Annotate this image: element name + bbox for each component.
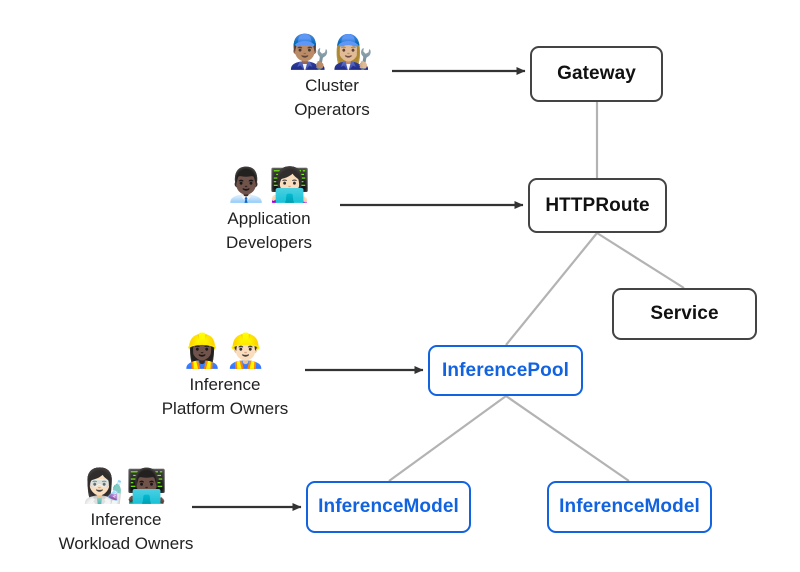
actor-inference-workload-owners: 👩🏻‍🔬👨🏿‍💻 Inference Workload Owners bbox=[11, 466, 241, 554]
edge-inferencepool-inferencemodel-left bbox=[388, 395, 507, 482]
node-inferencemodel-right[interactable]: InferenceModel bbox=[547, 481, 712, 533]
node-gateway[interactable]: Gateway bbox=[530, 46, 663, 102]
application-developers-label-line1: Application bbox=[227, 209, 311, 228]
inference-workload-owners-label-line1: Inference bbox=[90, 510, 162, 529]
actor-arrows bbox=[192, 67, 526, 511]
node-gateway-label: Gateway bbox=[557, 63, 636, 84]
inference-workload-owners-label-line2: Workload Owners bbox=[58, 534, 194, 553]
inference-platform-owners-label-line2: Platform Owners bbox=[161, 399, 289, 418]
cluster-operators-label-line2: Operators bbox=[294, 100, 370, 119]
application-developers-label-line2: Developers bbox=[226, 233, 312, 252]
node-inferencepool-label: InferencePool bbox=[442, 359, 569, 381]
cluster-operators-icon: 👨🏽‍🔧👩🏼‍🔧 bbox=[288, 32, 376, 71]
inference-workload-owners-icon: 👩🏻‍🔬👨🏿‍💻 bbox=[82, 466, 170, 505]
node-httproute-label: HTTPRoute bbox=[545, 194, 650, 216]
node-service[interactable]: Service bbox=[612, 288, 757, 340]
node-inferencepool[interactable]: InferencePool bbox=[428, 345, 583, 396]
node-inferencemodel-right-label: InferenceModel bbox=[559, 496, 700, 517]
edge-httproute-service bbox=[596, 232, 685, 289]
actor-inference-platform-owners: 👷🏿‍♀️👷🏻‍♂️ Inference Platform Owners bbox=[110, 331, 340, 419]
node-inferencemodel-left-label: InferenceModel bbox=[318, 496, 459, 517]
actor-cluster-operators: 👨🏽‍🔧👩🏼‍🔧 Cluster Operators bbox=[217, 32, 447, 120]
cluster-operators-label-line1: Cluster bbox=[305, 76, 359, 95]
inference-platform-owners-icon: 👷🏿‍♀️👷🏻‍♂️ bbox=[181, 331, 269, 370]
edge-httproute-inferencepool bbox=[505, 232, 598, 346]
application-developers-icon: 👨🏿‍💼👩🏻‍💻 bbox=[225, 165, 313, 204]
node-httproute[interactable]: HTTPRoute bbox=[528, 178, 667, 233]
edge-inferencepool-inferencemodel-right bbox=[505, 395, 630, 482]
actor-application-developers: 👨🏿‍💼👩🏻‍💻 Application Developers bbox=[154, 165, 384, 253]
node-service-label: Service bbox=[650, 303, 719, 324]
node-inferencemodel-left[interactable]: InferenceModel bbox=[306, 481, 471, 533]
inference-platform-owners-label-line1: Inference bbox=[189, 375, 261, 394]
